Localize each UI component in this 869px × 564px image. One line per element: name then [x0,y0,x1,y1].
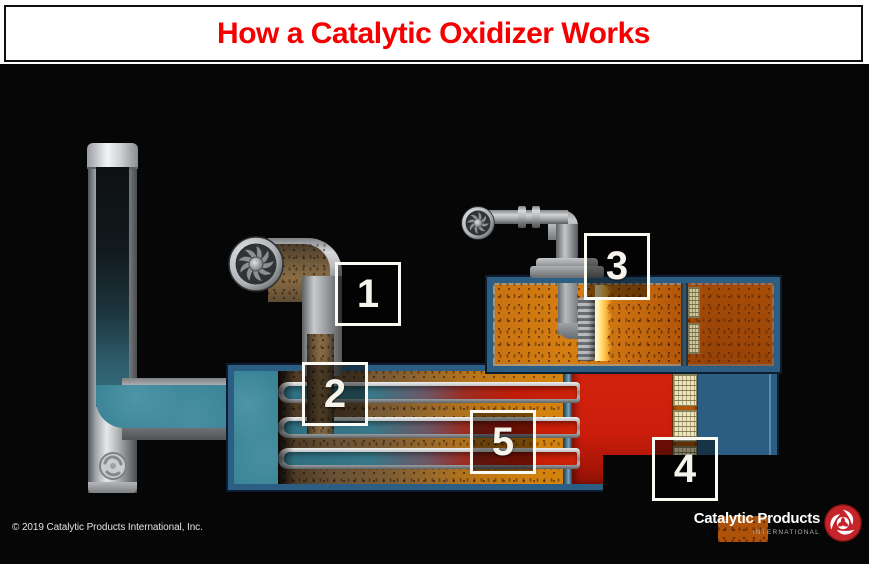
catalyst-block [673,374,697,406]
catalyst-block [673,410,697,442]
stack-base [88,482,137,493]
brand-subtitle: INTERNATIONAL [752,529,820,536]
burner-flame [595,285,613,361]
cooled-air-chamber [234,371,278,484]
tube-sheet-left-shadow [278,371,294,484]
catalyst-block-small [688,323,700,354]
burner-pipe-drop [556,224,578,264]
callout-2: 2 [302,362,368,426]
heat-exchanger-vessel [226,363,779,492]
process-fan-icon [228,236,284,292]
callout-1: 1 [335,262,401,326]
pipe-flange [518,206,526,228]
callout-4: 4 [652,437,718,501]
cpi-logo-icon [824,504,862,542]
diagram-canvas: 1 2 3 4 5 © 2019 Catalytic Products Inte… [0,64,869,564]
callout-3: 3 [584,233,650,300]
title-bar: How a Catalytic Oxidizer Works [4,5,863,62]
chamber-vessel-opening [718,516,768,542]
tube-gas [284,452,577,465]
callout-1-number: 1 [356,271,380,316]
stack-cap [87,143,138,169]
heat-exchanger-tube [278,382,580,403]
inlet-pipe-interior [307,334,334,434]
burner-air-pipe [488,210,568,224]
page-title: How a Catalytic Oxidizer Works [217,16,650,50]
combustion-chamber [485,275,782,374]
heat-exchanger-tube [278,448,580,469]
tube-gas [284,386,577,399]
copyright-text: © 2019 Catalytic Products International,… [12,522,203,533]
stack-elbow-interior [96,385,233,428]
pipe-flange [532,206,540,228]
callout-4-number: 4 [673,446,697,491]
brand-name: Catalytic Products [693,510,821,527]
combustion-chamber-interior [493,283,774,366]
catalyst-block-small [688,287,700,318]
chamber-divider-wall [681,283,688,366]
bottom-right-mask [603,455,783,500]
burner-mount-flange [536,258,598,268]
burner-nozzle [578,297,595,361]
chamber-right-shade [688,283,774,366]
cpi-emblem-icon [99,452,127,480]
burner-pipe [558,283,577,335]
callout-5: 5 [470,410,536,474]
callout-2-number: 2 [323,371,347,416]
callout-3-number: 3 [605,244,629,288]
callout-5-number: 5 [491,419,515,464]
stack-interior [96,167,129,407]
burner-fan-icon [461,206,495,240]
